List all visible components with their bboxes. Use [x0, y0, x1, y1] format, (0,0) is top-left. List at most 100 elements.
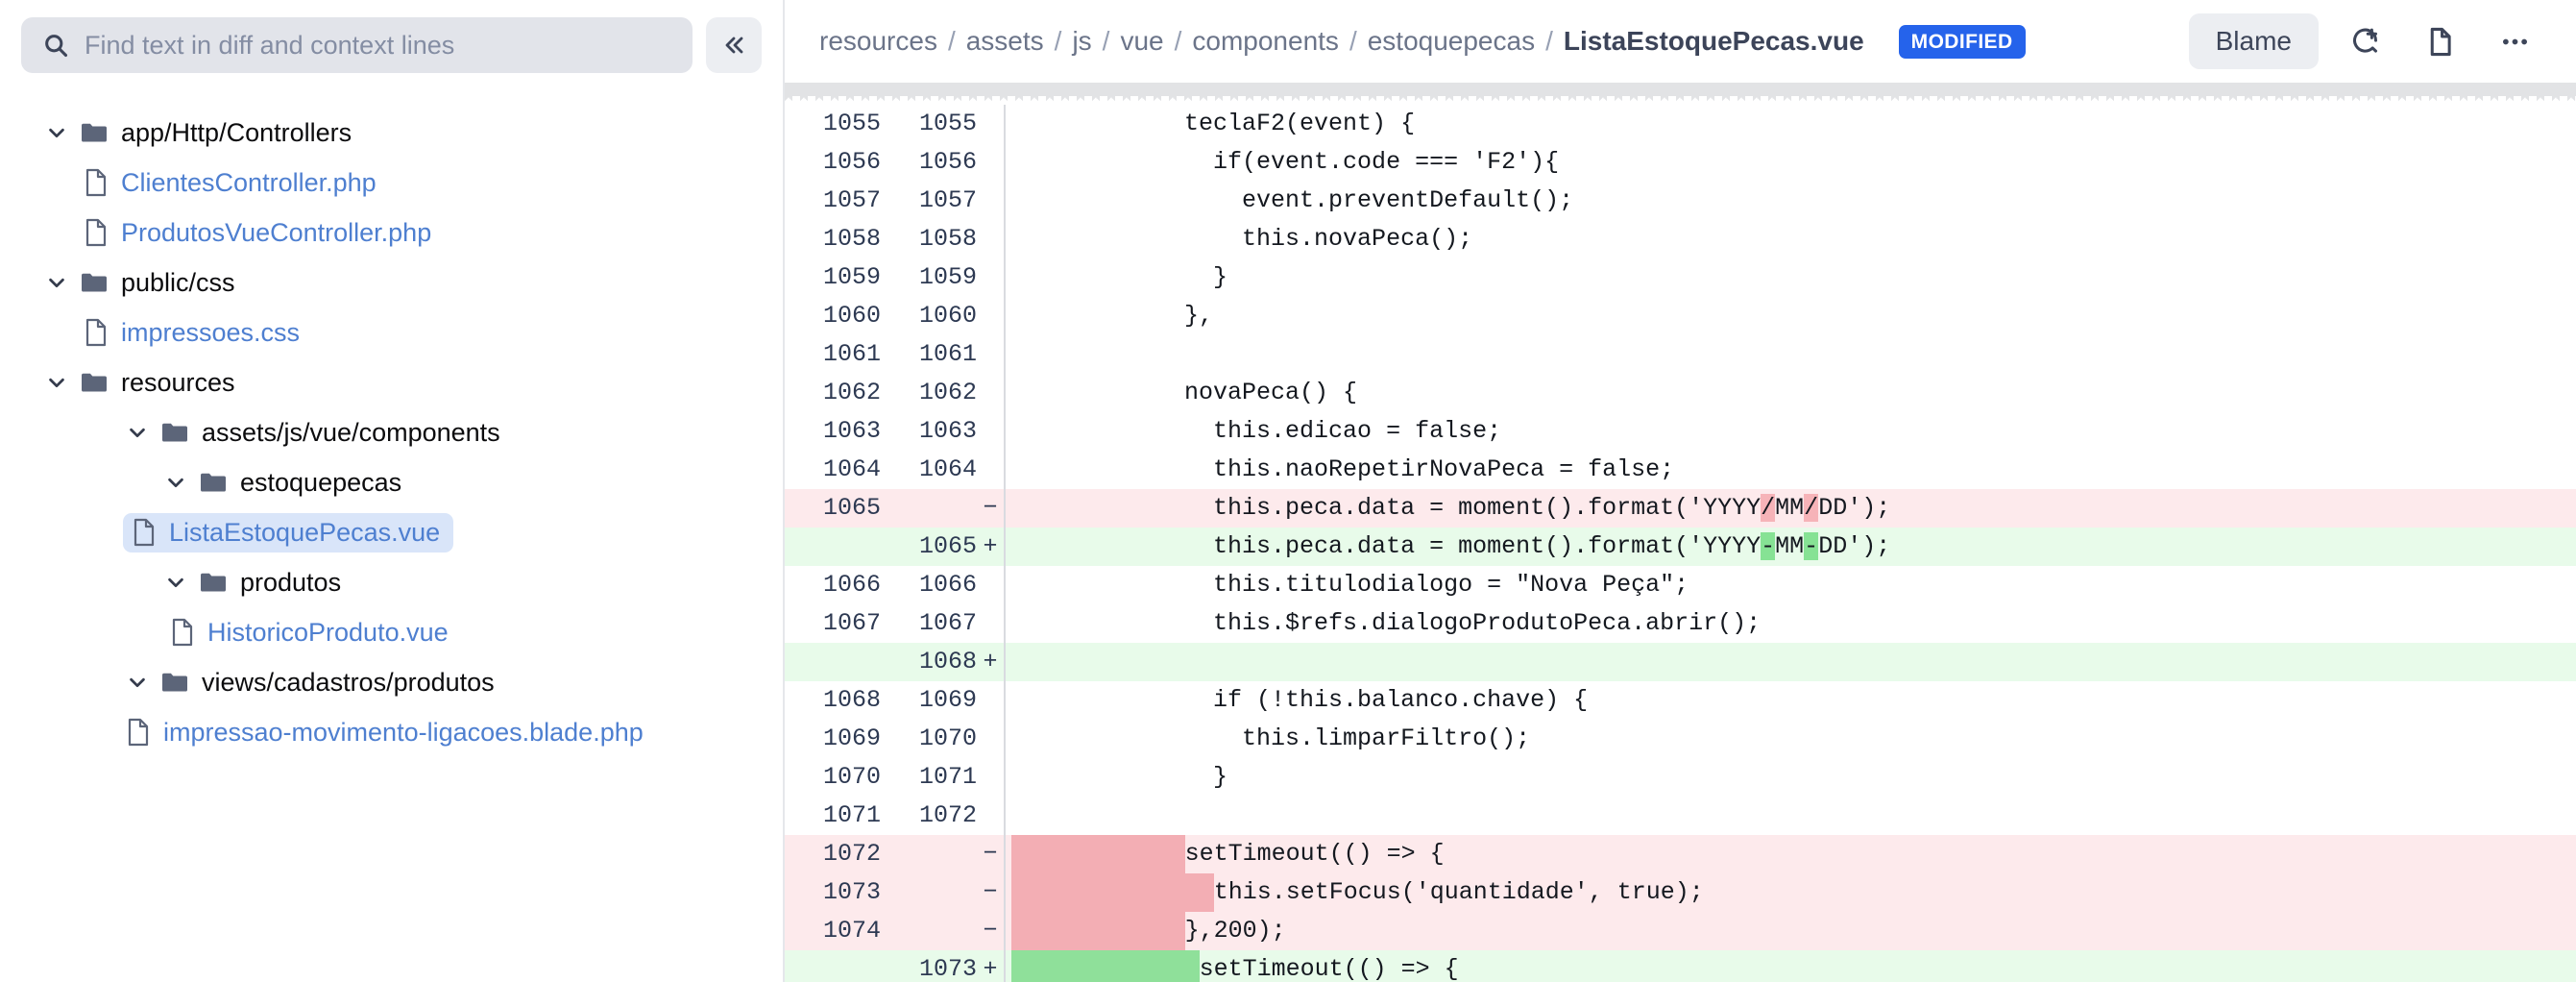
diff-code-segment: MM [1775, 494, 1805, 523]
file-header: resources/assets/js/vue/components/estoq… [785, 0, 2576, 83]
breadcrumb-separator: / [1054, 26, 1062, 56]
diff-row[interactable]: 1073+setTimeout(() => { [785, 949, 2576, 982]
search-box[interactable] [21, 17, 693, 73]
diff-line-number-new: 1072 [918, 801, 977, 830]
diff-code-segment: DD'); [1818, 494, 1891, 523]
diff-line-number-old: 1068 [822, 686, 881, 715]
blame-button[interactable]: Blame [2188, 13, 2319, 69]
diff-line-number-new: 1068 [918, 648, 977, 676]
diff-gutter: 1068+ [785, 642, 1006, 681]
tree-folder-public-css[interactable]: public/css [0, 258, 783, 307]
diff-code-text: this.limparFiltro(); [1011, 724, 1531, 753]
diff-code-text: this.naoRepetirNovaPeca = false; [1011, 455, 1675, 484]
view-file-button[interactable] [2411, 12, 2468, 70]
chevron-down-icon [168, 478, 183, 488]
diff-line-number-new: 1063 [918, 417, 977, 446]
folder-icon [162, 423, 187, 442]
tree-item-label: views/cadastros/produtos [202, 667, 495, 697]
diff-code-line: this.edicao = false; [1006, 412, 2576, 451]
diff-row[interactable]: 1058 1058 this.novaPeca(); [785, 219, 2576, 258]
diff-word-highlight: / [1761, 494, 1776, 523]
diff-row[interactable]: 1068+ [785, 642, 2576, 681]
search-input[interactable] [85, 17, 671, 73]
diff-change-marker: − [983, 840, 998, 869]
tree-row-inner: ListaEstoquePecas.vue [123, 512, 454, 552]
diff-row[interactable]: 1074−},200); [785, 911, 2576, 950]
diff-code-line: this.novaPeca(); [1006, 220, 2576, 258]
tree-folder-assets-js-vue-components[interactable]: assets/js/vue/components [0, 407, 783, 457]
breadcrumb-item-resources[interactable]: resources [819, 26, 937, 56]
breadcrumb-item-js[interactable]: js [1072, 26, 1092, 56]
diff-line-number-new: 1062 [918, 379, 977, 407]
diff-line-number-new: 1057 [918, 186, 977, 215]
diff-row[interactable]: 1065− this.peca.data = moment().format('… [785, 488, 2576, 528]
comment-refresh-button[interactable] [2336, 12, 2394, 70]
collapse-sidebar-button[interactable] [706, 17, 762, 73]
diff-line-number-old: 1072 [822, 840, 881, 869]
tree-row-inner: ClientesController.php [75, 163, 390, 203]
diff-code-text: novaPeca() { [1011, 379, 1358, 407]
diff-code-text: setTimeout(() => { [1199, 955, 1459, 982]
diff-code-text: } [1011, 263, 1228, 292]
tree-item-label: estoquepecas [240, 467, 402, 497]
tree-row-inner: impressao-movimento-ligacoes.blade.php [117, 713, 657, 752]
diff-line-number-old: 1058 [822, 225, 881, 254]
diff-line-number-new: 1061 [918, 340, 977, 369]
diff-code-segment: this.peca.data = moment().format('YYYY [1011, 494, 1762, 523]
tree-folder-produtos[interactable]: produtos [0, 557, 783, 607]
diff-code-line: this.$refs.dialogoProdutoPeca.abrir(); [1006, 604, 2576, 643]
diff-whitespace-highlight [1011, 872, 1214, 912]
diff-row[interactable]: 1065+ this.peca.data = moment().format('… [785, 527, 2576, 566]
breadcrumb-item-assets[interactable]: assets [965, 26, 1044, 56]
tree-file-impressao-movimento-ligacoes-blade-php[interactable]: impressao-movimento-ligacoes.blade.php [0, 707, 783, 757]
status-badge: MODIFIED [1898, 24, 2026, 59]
breadcrumb-item-components[interactable]: components [1192, 26, 1339, 56]
breadcrumb-item-vue[interactable]: vue [1120, 26, 1164, 56]
diff-code-line: this.peca.data = moment().format('YYYY-M… [1006, 528, 2576, 566]
tree-folder-resources[interactable]: resources [0, 357, 783, 407]
breadcrumb-item-estoquepecas[interactable]: estoquepecas [1367, 26, 1536, 56]
diff-line-number-new: 1064 [918, 455, 977, 484]
tree-file-historicoproduto-vue[interactable]: HistoricoProduto.vue [0, 607, 783, 657]
file-icon [85, 168, 107, 197]
tree-folder-estoquepecas[interactable]: estoquepecas [0, 457, 783, 507]
diff-code-text: } [1011, 763, 1228, 792]
folder-icon [82, 123, 107, 142]
tree-file-clientescontroller-php[interactable]: ClientesController.php [0, 158, 783, 208]
comment-refresh-icon [2352, 28, 2377, 53]
tree-folder-app-http-controllers[interactable]: app/Http/Controllers [0, 108, 783, 158]
tree-file-produtosvuecontroller-php[interactable]: ProdutosVueController.php [0, 208, 783, 258]
tree-folder-views-cadastros-produtos[interactable]: views/cadastros/produtos [0, 657, 783, 707]
tree-row-inner: produtos [156, 563, 354, 602]
diff-line-number-new: 1058 [918, 225, 977, 254]
diff-word-highlight: - [1804, 532, 1819, 561]
diff-gutter: 1065+ [785, 527, 1006, 566]
diff-code-line [1006, 335, 2576, 374]
diff-row[interactable]: 1072−setTimeout(() => { [785, 834, 2576, 873]
diff-code-line: this.setFocus('quantidade', true); [1006, 872, 2576, 912]
tree-file-impressoes-css[interactable]: impressoes.css [0, 307, 783, 357]
diff-row[interactable]: 1073−this.setFocus('quantidade', true); [785, 872, 2576, 912]
more-options-button[interactable] [2486, 12, 2543, 70]
diff-line-number-old: 1073 [822, 878, 881, 907]
folder-icon [201, 473, 226, 492]
tree-file-listaestoquepecas-vue[interactable]: ListaEstoquePecas.vue [0, 507, 783, 557]
